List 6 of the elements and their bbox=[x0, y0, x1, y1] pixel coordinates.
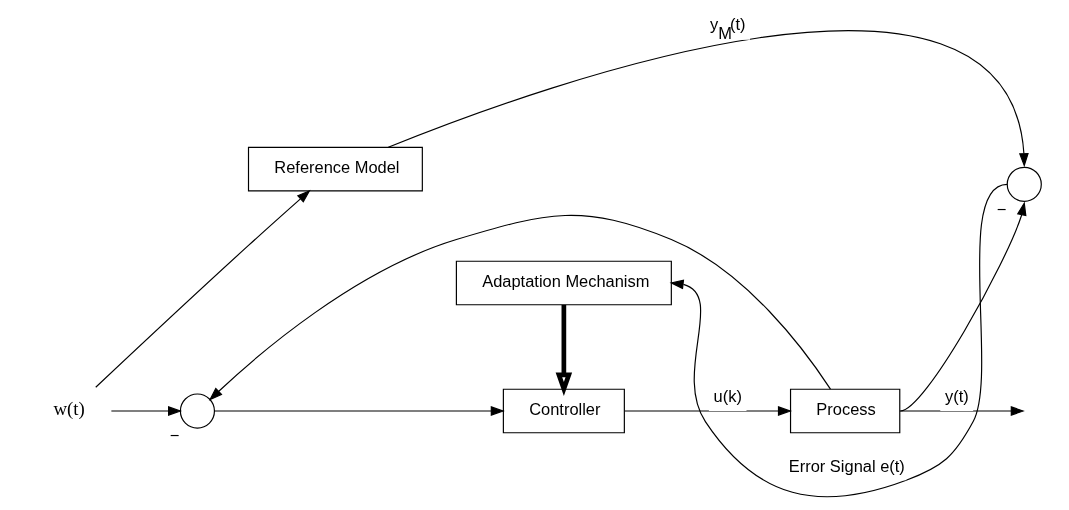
node-label: − bbox=[996, 199, 1007, 218]
node-text: w(t) bbox=[53, 398, 85, 420]
edge-label: u(k) bbox=[713, 387, 742, 406]
node-label: − bbox=[169, 426, 180, 445]
edge-label: y(t) bbox=[944, 387, 969, 406]
edge-label: Error Signal e(t) bbox=[788, 456, 905, 475]
